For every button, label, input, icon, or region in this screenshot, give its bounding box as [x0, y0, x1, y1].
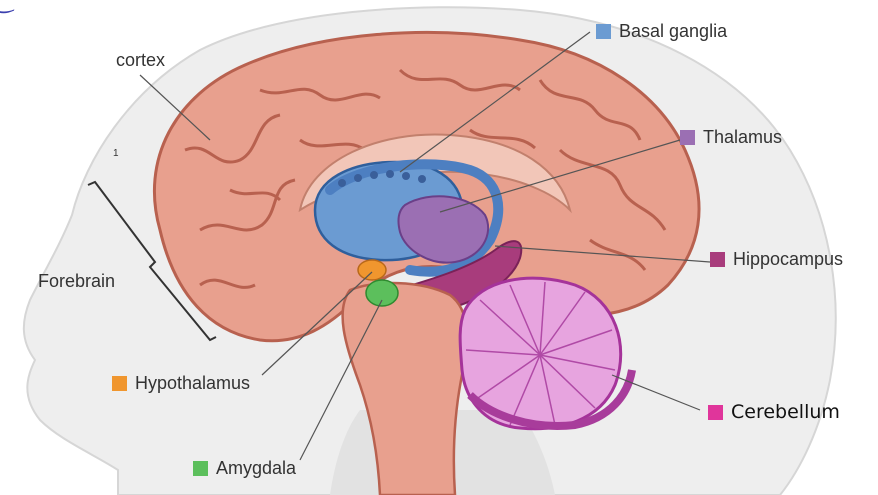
- annotation-fragment-top: ‿: [0, 0, 14, 14]
- thalamus-label: Thalamus: [680, 127, 782, 148]
- thalamus-text: Thalamus: [703, 127, 782, 148]
- forebrain-label: Forebrain: [38, 271, 115, 292]
- cerebellum-text: Cerebellum: [731, 401, 840, 423]
- amygdala-swatch: [193, 461, 208, 476]
- hypothalamus-text: Hypothalamus: [135, 373, 250, 394]
- hippocampus-text: Hippocampus: [733, 249, 843, 270]
- amygdala-label: Amygdala: [193, 458, 296, 479]
- basal-ganglia-swatch: [596, 24, 611, 39]
- amygdala-text: Amygdala: [216, 458, 296, 479]
- stray-mark: 1: [113, 148, 119, 159]
- thalamus-swatch: [680, 130, 695, 145]
- hypothalamus-swatch: [112, 376, 127, 391]
- basal-ganglia-label: Basal ganglia: [596, 21, 727, 42]
- cerebellum-swatch: [708, 405, 723, 420]
- hypothalamus-shape: [358, 260, 386, 280]
- basal-ganglia-text: Basal ganglia: [619, 21, 727, 42]
- hippocampus-swatch: [710, 252, 725, 267]
- cerebellum-label: Cerebellum: [708, 401, 840, 423]
- hypothalamus-label: Hypothalamus: [112, 373, 250, 394]
- amygdala-shape: [366, 280, 398, 306]
- cortex-label: cortex: [116, 50, 165, 71]
- hippocampus-label: Hippocampus: [710, 249, 843, 270]
